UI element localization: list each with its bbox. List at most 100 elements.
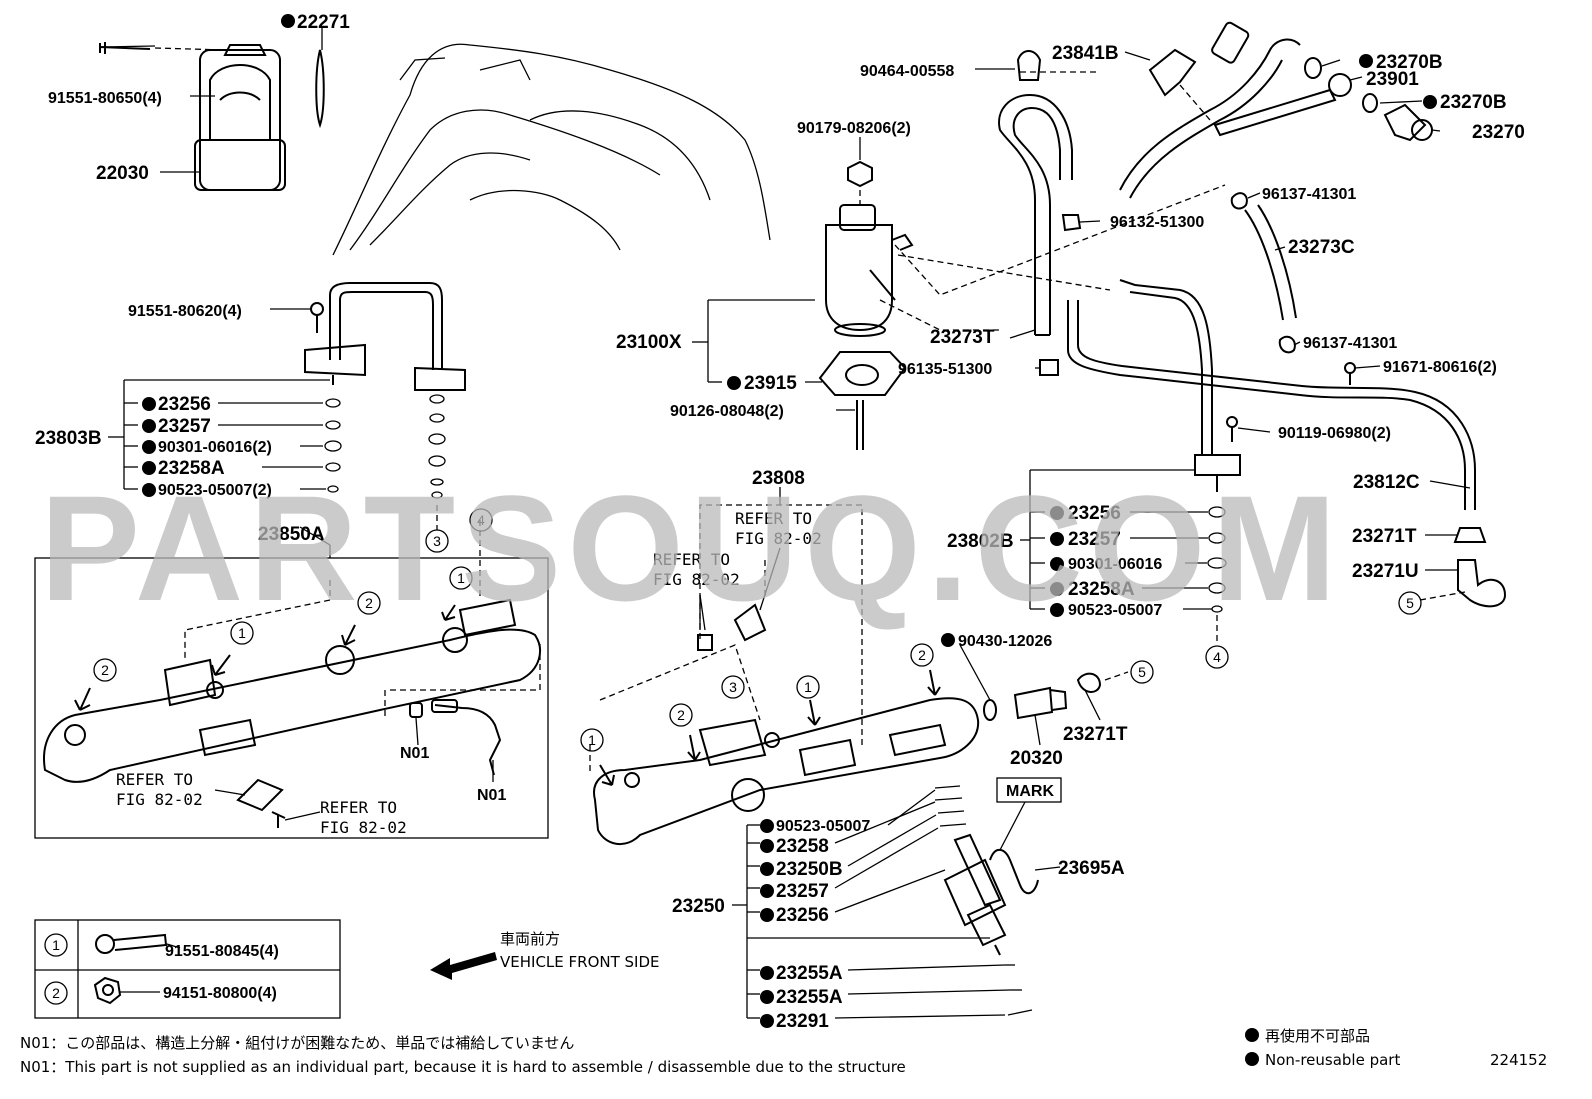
- label-23850A: 23850A: [258, 524, 325, 545]
- throttle-body-drawing: [194, 44, 286, 191]
- refer-mid-1-line1: REFER TO: [735, 509, 812, 528]
- refer-left-2-line2: FIG 82-02: [320, 818, 407, 837]
- label-b-23250B: 23250B: [776, 859, 843, 880]
- callout-4-right: 4: [1213, 649, 1221, 665]
- label-23915: 23915: [744, 373, 797, 394]
- label-23270B-1: 23270B: [1376, 52, 1443, 73]
- leader-lines: [99, 28, 1471, 871]
- callout-4-left: 4: [477, 512, 485, 528]
- clip-96137-2: [1278, 335, 1296, 354]
- diagram-number: 224152: [1490, 1051, 1547, 1069]
- label-96132: 96132-51300: [1110, 214, 1204, 231]
- label-90179: 90179-08206(2): [797, 120, 911, 137]
- label-90126: 90126-08048(2): [670, 403, 784, 420]
- damper-20320: [1013, 686, 1068, 720]
- label-96137-2: 96137-41301: [1303, 335, 1397, 352]
- legend-en: Non-reusable part: [1265, 1051, 1400, 1069]
- label-22271: 22271: [297, 12, 350, 33]
- key-part-1: 91551-80845(4): [165, 943, 279, 960]
- callout-1-a: 1: [457, 570, 465, 586]
- bolt-91551-80650: [99, 42, 151, 54]
- label-23270: 23270: [1472, 122, 1525, 143]
- label-23901: 23901: [1366, 69, 1419, 90]
- gasket-22271: [315, 49, 325, 129]
- label-91551-80650: 91551-80650(4): [48, 90, 162, 107]
- label-b-23255A-1: 23255A: [776, 963, 843, 984]
- gasket-23915: [818, 351, 907, 396]
- label-23271T-2: 23271T: [1063, 724, 1128, 745]
- callout-1-d: 1: [588, 732, 596, 748]
- label-23250: 23250: [672, 896, 725, 917]
- left-fuel-rail-drawing: [43, 598, 541, 783]
- label-23841B: 23841B: [1052, 43, 1119, 64]
- pipe-23802B-drawing: [1194, 454, 1241, 492]
- label-22030: 22030: [96, 163, 149, 184]
- callout-1-b: 1: [238, 625, 246, 641]
- callout-1-c: 1: [804, 679, 812, 695]
- callout-2-b: 2: [101, 662, 109, 678]
- bracket-23100X: [692, 299, 822, 383]
- washer-stack-left: [428, 394, 446, 499]
- box-23850A: [34, 557, 549, 839]
- callout-2-a: 2: [365, 595, 373, 611]
- refer-left-1-line1: REFER TO: [116, 770, 193, 789]
- connector-23841B: [1148, 48, 1197, 97]
- callout-circles: 3 4 1 2 1 2 4 5 5 2 1 3 2 1 1 2: [44, 508, 1422, 1005]
- right-fuel-rail-drawing: [593, 697, 980, 845]
- bolt-91551-80620: [310, 302, 324, 333]
- label-n01-a: N01: [400, 745, 429, 762]
- union-bolt-23270: [1383, 103, 1433, 142]
- hose-upper-right-drawing: [1119, 38, 1301, 199]
- nonreusable-dots: [142, 14, 1437, 1066]
- bracket-23808: [697, 603, 767, 651]
- label-right-90301: 90301-06016: [1068, 556, 1162, 573]
- washer-stack-right: [1207, 506, 1227, 613]
- pipe-23901: [1213, 73, 1352, 137]
- label-b-23291: 23291: [776, 1011, 829, 1032]
- label-left-90523: 90523-05007(2): [158, 482, 272, 499]
- left-rail-dash: [184, 520, 541, 720]
- callout-3-left: 3: [433, 533, 441, 549]
- stud-90126: [856, 400, 864, 450]
- label-right-23257: 23257: [1068, 529, 1121, 550]
- callout-2-d: 2: [677, 707, 685, 723]
- note-jp: N01：この部品は、構造上分解・組付けが困難なため、単品では補給していません: [20, 1034, 574, 1052]
- label-left-90301: 90301-06016(2): [158, 439, 272, 456]
- bracket-23803B: [108, 379, 330, 490]
- label-b-90523: 90523-05007: [776, 818, 870, 835]
- callout-2-c: 2: [918, 647, 926, 663]
- direction-en: VEHICLE FRONT SIDE: [500, 953, 660, 971]
- label-23270B-2: 23270B: [1440, 92, 1507, 113]
- clip-96132: [1061, 214, 1082, 232]
- pipe-23812C-drawing: [1067, 279, 1476, 510]
- arrows-left-rail: [74, 604, 456, 711]
- arrows-right-rail: [599, 669, 941, 786]
- label-23271T-1: 23271T: [1352, 526, 1417, 547]
- fitting-23271T: [1453, 527, 1487, 543]
- legend-jp: 再使用不可部品: [1265, 1027, 1370, 1045]
- label-91671: 91671-80616(2): [1383, 359, 1497, 376]
- label-96135: 96135-51300: [898, 361, 992, 378]
- fitting-23271U: [1457, 559, 1507, 608]
- label-n01-b: N01: [477, 787, 506, 804]
- key-nut-icon: [93, 976, 122, 1005]
- key-part-2: 94151-80800(4): [163, 985, 277, 1002]
- bolt-90119: [1226, 416, 1238, 442]
- bolt-91671: [1344, 362, 1356, 385]
- label-23808: 23808: [752, 468, 805, 489]
- label-b-23255A-2: 23255A: [776, 987, 843, 1008]
- mark-box: [996, 777, 1062, 803]
- note-en: N01：This part is not supplied as an indi…: [20, 1058, 906, 1076]
- label-20320: 20320: [1010, 748, 1063, 769]
- bracket-refer-left: [236, 778, 286, 828]
- refer-left-2-line1: REFER TO: [320, 798, 397, 817]
- label-23803B: 23803B: [35, 428, 102, 449]
- callout-5-right: 5: [1406, 595, 1414, 611]
- clip-96135: [1039, 359, 1059, 376]
- label-right-23256: 23256: [1068, 503, 1121, 524]
- connector-23270: [1211, 21, 1250, 64]
- label-23271U: 23271U: [1352, 561, 1419, 582]
- washer-stack-left-labels: [324, 398, 342, 493]
- clamp-90464: [1016, 50, 1042, 81]
